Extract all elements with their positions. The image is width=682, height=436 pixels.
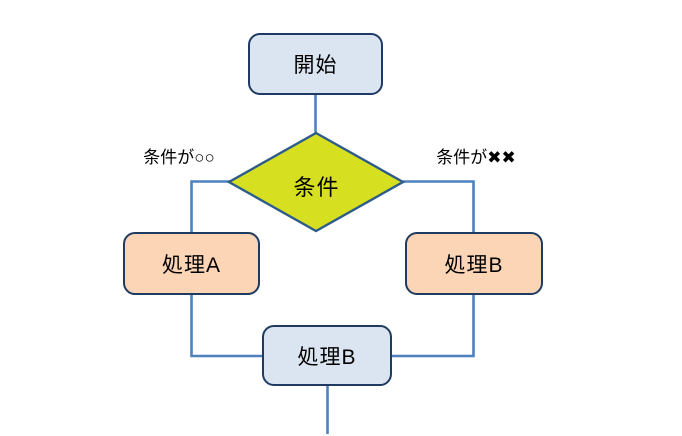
process-a-node-label: 処理A [161,253,221,277]
edge-label-right-text: 条件が✖✖ [436,147,516,167]
start-node-label: 開始 [293,54,338,77]
process-b-node-label: 処理B [444,253,504,277]
edge-label-condition-false: 条件が✖✖ [408,141,544,169]
process-b2-node-label: 処理B [297,345,357,369]
edge-label-left-text: 条件が○○ [143,147,215,167]
process-b-node: 処理B [405,232,543,295]
condition-node-label: 条件 [293,175,340,200]
connector-process-b-to-process-b2 [392,295,475,358]
condition-diamond-label-wrap: 条件 [244,171,389,201]
connector-process-a-to-process-b2 [190,295,262,358]
condition-diamond [226,131,406,233]
connector-condition-to-process-b [403,180,475,232]
process-b2-node: 処理B [262,325,392,386]
edge-label-condition-true: 条件が○○ [117,141,241,169]
start-node: 開始 [248,33,383,95]
connector-condition-to-process-a [190,180,230,232]
process-a-node: 処理A [123,232,260,295]
